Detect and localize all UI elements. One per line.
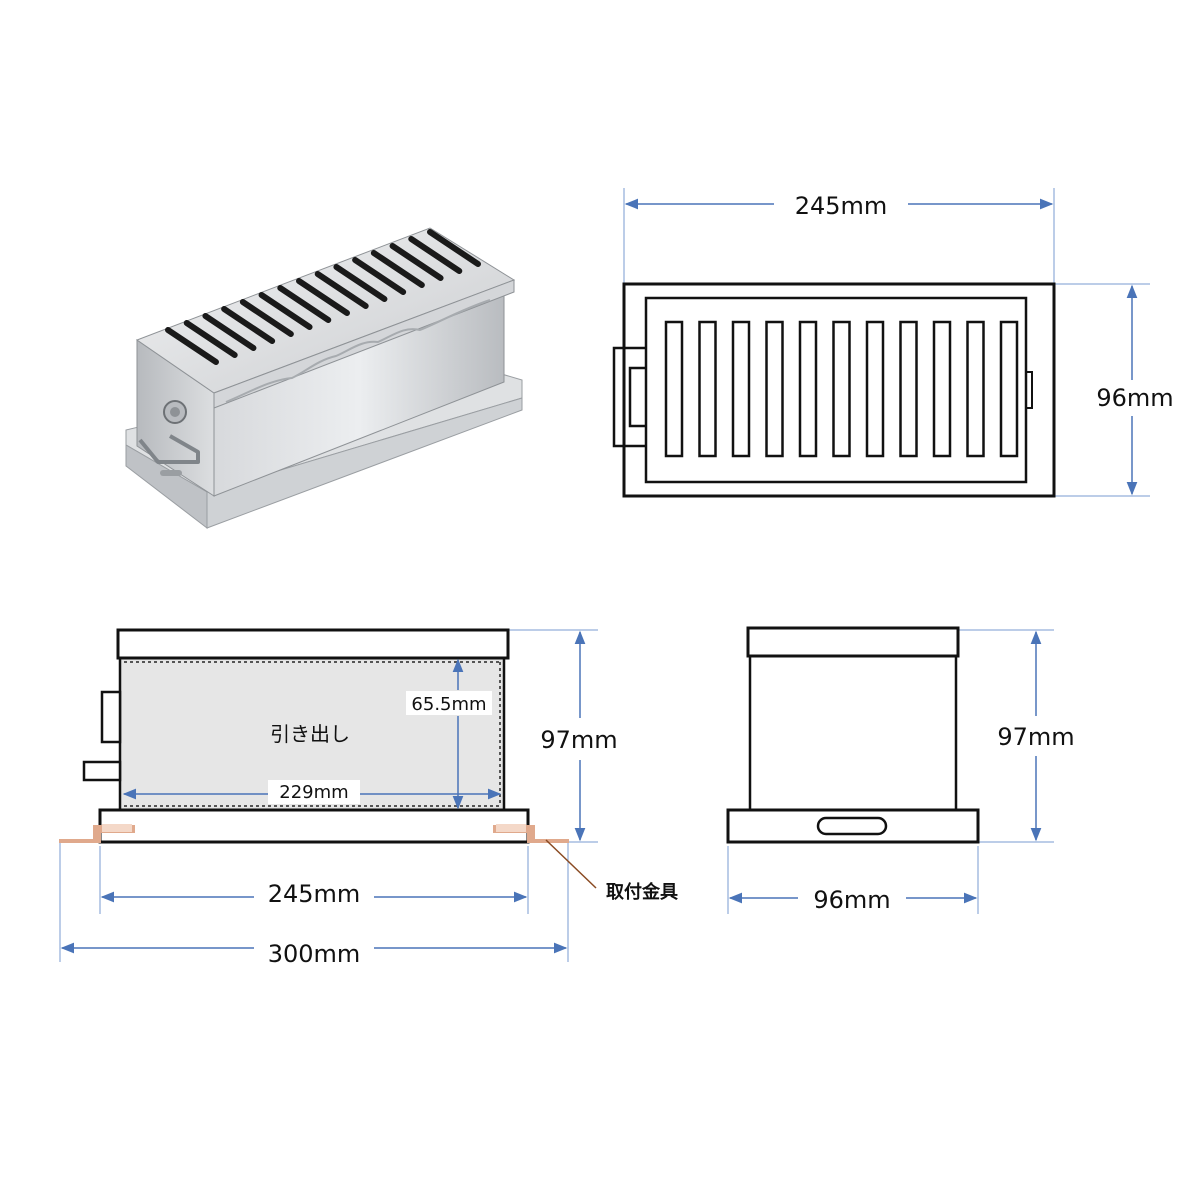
side-handle-plate [100, 690, 122, 744]
photo-slot [427, 229, 481, 267]
end-width-label: 96mm [813, 886, 890, 914]
end-top-lid [746, 626, 960, 658]
top-view: 245mm 96mm [612, 188, 1174, 498]
side-top-lid [116, 628, 510, 660]
photo-slot [221, 306, 276, 344]
photo-slot [352, 257, 407, 295]
photo-slot [314, 271, 369, 309]
side-base-plate [98, 808, 530, 844]
end-view: 97mm 96mm [726, 626, 1075, 914]
side-drawer-width-bg [268, 780, 360, 804]
photo-slot [370, 250, 425, 288]
photo-knob-center [170, 407, 180, 417]
side-view: 取付金具 引き出し 65.5mm 229mm 97mm 245mm 300mm [59, 628, 678, 968]
top-slot [999, 320, 1019, 458]
photo-handle [138, 434, 200, 464]
photo-slot [239, 299, 294, 337]
top-height-label: 96mm [1096, 384, 1173, 412]
side-overall-width-label: 300mm [268, 940, 361, 968]
side-base-width-label: 245mm [268, 880, 361, 908]
side-bracket-label: 取付金具 [606, 881, 678, 903]
top-slot [932, 320, 952, 458]
top-width-label: 245mm [795, 192, 888, 220]
side-drawer-label: 引き出し [270, 722, 350, 746]
photo-wave-edge [225, 299, 491, 403]
stainless-grill-photo-icon [125, 227, 523, 530]
top-handle [612, 346, 646, 448]
photo-slot [202, 313, 257, 351]
top-slot [798, 320, 818, 458]
photo-slots [165, 229, 481, 365]
end-height-label: 97mm [997, 723, 1074, 751]
top-slot [865, 320, 885, 458]
top-slot [698, 320, 717, 458]
side-drawer-height-label: 65.5mm [411, 694, 486, 715]
photo-slot [277, 285, 332, 323]
top-slot [899, 320, 918, 458]
photo-slot [258, 292, 313, 330]
side-drawer-height-bg [406, 691, 492, 715]
side-height-label: 97mm [540, 726, 617, 754]
top-slot [765, 320, 784, 458]
top-slot [664, 320, 684, 458]
photo-base-end [125, 444, 208, 530]
side-bracket-left-tab [102, 824, 132, 832]
top-slot [966, 320, 985, 458]
top-slots [664, 320, 1019, 458]
photo-slot [333, 264, 388, 302]
photo-drawer-slot [160, 470, 182, 476]
top-slot [731, 320, 751, 458]
photo-slot [389, 243, 444, 281]
photo-slot [165, 327, 219, 365]
end-body [748, 652, 958, 812]
photo-slot [408, 236, 463, 274]
end-drawer-pull [816, 816, 888, 836]
photo-slot [296, 278, 350, 316]
side-drawer-width-label: 229mm [279, 782, 348, 803]
side-bracket-right-tab [496, 824, 526, 832]
top-inner-lip [1025, 371, 1033, 409]
top-slot [832, 320, 851, 458]
side-knob [82, 760, 122, 782]
side-bracket-leader [545, 839, 597, 889]
photo-slot [183, 320, 238, 358]
